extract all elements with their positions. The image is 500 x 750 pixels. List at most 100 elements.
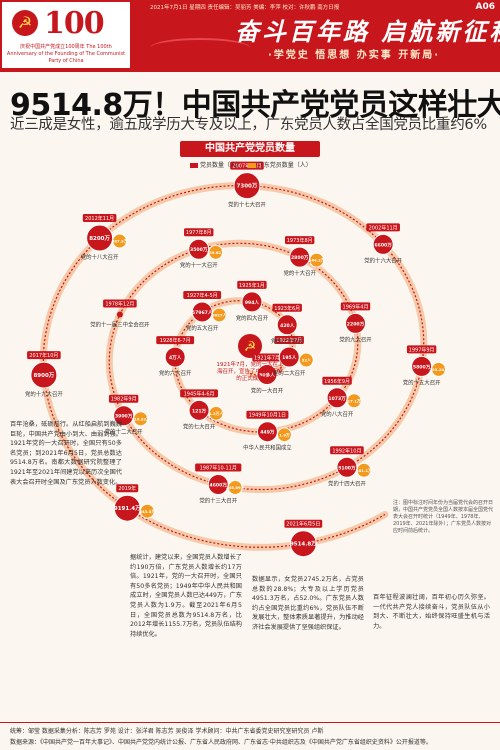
milestone-national-bubble bbox=[256, 421, 278, 443]
body-column-4: 百年征程波澜壮阔，百年初心历久弥坚。一代代共产党人接续奋斗，党员队伍从小到大、不… bbox=[373, 594, 490, 630]
decorative-wave bbox=[150, 38, 250, 58]
milestone-guangdong-bubble bbox=[346, 393, 362, 409]
milestone-national-value: 420人 bbox=[280, 322, 295, 329]
milestone-guangdong-bubble bbox=[112, 233, 128, 249]
milestone-national-bubble bbox=[113, 494, 141, 522]
milestone-event: 党的十大召开 bbox=[284, 269, 317, 277]
milestone-guangdong-bubble bbox=[356, 462, 372, 478]
milestone-guangdong-value: 487.3万 bbox=[112, 239, 128, 244]
milestone-date: 2007年10月 bbox=[232, 163, 261, 170]
milestone-national-value: 3900万 bbox=[115, 413, 133, 420]
milestone-date-tag bbox=[246, 410, 289, 419]
milestone-guangdong-value: 17.1万 bbox=[348, 398, 361, 403]
milestone-national-bubble bbox=[276, 314, 298, 336]
milestone-guangdong-value: 281.1万 bbox=[356, 468, 372, 473]
milestone-guangdong-value: 144.2万 bbox=[309, 258, 325, 263]
milestone-date-tag bbox=[284, 519, 323, 528]
milestone-national-value: 9514.8万 bbox=[290, 541, 317, 548]
milestone-national-value: 4600万 bbox=[210, 481, 228, 488]
milestone-national-bubble bbox=[336, 456, 358, 478]
milestone-date-tag bbox=[108, 394, 139, 403]
milestone-national-bubble bbox=[164, 346, 186, 368]
milestone-national-value: 195人 bbox=[282, 354, 297, 361]
chart-side-note: 注：图中标注时间年份为当届党代会的召开日期，中国共产党党员全国人数按本届全国党代… bbox=[393, 500, 494, 534]
milestone-date-tag bbox=[322, 376, 352, 385]
milestone-national-bubble bbox=[233, 172, 261, 200]
milestone-national-bubble bbox=[207, 473, 229, 495]
chart-title: 中国共产党党员数量 bbox=[180, 141, 320, 157]
milestone-guangdong-value: 32人 bbox=[302, 358, 311, 363]
milestone-date-tag bbox=[406, 345, 437, 354]
milestone-date-tag bbox=[103, 299, 137, 308]
milestone-national-value: 6600万 bbox=[374, 241, 392, 248]
milestone-date-tag bbox=[252, 353, 282, 362]
milestone-national-value: 121万 bbox=[192, 407, 207, 414]
milestone-national-value: 2200万 bbox=[347, 320, 365, 327]
legend-label-national: 党员数量（人） bbox=[200, 162, 243, 169]
milestone-national-bubble bbox=[30, 361, 58, 389]
milestone-date: 1923年6月 bbox=[274, 305, 300, 312]
page-label: A06 bbox=[475, 2, 496, 12]
masthead-tagline: ·学党史 悟思想 办实事 开新局· bbox=[268, 50, 441, 61]
milestone-guangdong-bubble bbox=[139, 503, 155, 519]
milestone-national-value: 8900万 bbox=[33, 372, 54, 379]
milestone-date: 1987年10-11月 bbox=[200, 464, 237, 471]
data-source-line: 数据来源：《中国共产党一百年大事记》、中国共产党党内统计公报、广东省人民政府网、… bbox=[10, 739, 432, 746]
milestone-event: 党的十七大召开 bbox=[228, 201, 266, 209]
milestone-date: 2017年10月 bbox=[29, 352, 58, 359]
milestone-event: 党的四大召开 bbox=[236, 314, 269, 322]
milestone-event: 党的十二大召开 bbox=[105, 428, 143, 436]
milestone-national-bubble bbox=[289, 246, 311, 268]
party-emblem-icon: ☭ bbox=[12, 10, 38, 36]
milestone-date-tag bbox=[183, 290, 222, 299]
milestone-date-tag bbox=[284, 236, 315, 245]
milestone-national-bubble bbox=[411, 355, 433, 377]
milestone-guangdong-value: 210.33万 bbox=[131, 416, 150, 421]
milestone-national-value: 8200万 bbox=[89, 235, 110, 242]
milestone-national-value: 9191.4万 bbox=[114, 505, 141, 512]
milestone-date-tag bbox=[366, 223, 400, 232]
milestone-national-value: 4万人 bbox=[169, 354, 182, 361]
milestone-national-bubble bbox=[345, 312, 367, 334]
milestone-guangdong-value: 293.24万 bbox=[429, 367, 448, 372]
emblem-number: 100 bbox=[44, 6, 105, 41]
center-party-emblem-icon bbox=[238, 334, 262, 358]
milestone-date: 1925年1月 bbox=[239, 282, 265, 289]
milestone-national-value: 5800万 bbox=[413, 363, 431, 370]
center-hammer-sickle-icon: ☭ bbox=[244, 339, 257, 355]
milestone-date: 2012年11月 bbox=[85, 215, 114, 222]
milestone-date: 1992年10月 bbox=[332, 447, 361, 454]
milestone-national-bubble bbox=[241, 291, 263, 313]
page-headline: 9514.8万！中国共产党党员这样壮大 bbox=[10, 88, 500, 123]
milestone-date-tag bbox=[195, 463, 242, 472]
milestone-date: 1997年9月 bbox=[409, 346, 435, 353]
milestone-national-bubble bbox=[289, 530, 317, 557]
milestone-guangdong-bubble bbox=[208, 244, 224, 260]
milestone-guangdong-value: 159.62万 bbox=[207, 250, 226, 255]
milestone-event: 党的十五大召开 bbox=[403, 378, 441, 386]
milestone-national-value: 2800万 bbox=[291, 254, 309, 261]
milestone-date-tag bbox=[340, 302, 371, 311]
milestone-date-tag bbox=[116, 484, 139, 493]
milestone-national-value: 3500万 bbox=[190, 246, 208, 253]
milestone-date: 1973年8月 bbox=[287, 237, 313, 244]
legend-swatch-guangdong bbox=[247, 163, 256, 168]
milestone-date-tag bbox=[27, 351, 61, 360]
milestone-event: 党的一大召开 bbox=[251, 386, 284, 394]
milestone-guangdong-bubble bbox=[211, 307, 227, 323]
milestone-guangdong-bubble bbox=[309, 252, 325, 268]
milestone-event: 党的八大召开 bbox=[321, 410, 354, 418]
masthead: ☭ 100 庆祝中国共产党成立100周年 The 100th Anniversa… bbox=[0, 0, 500, 72]
milestone-guangdong-value: 1.9万 bbox=[279, 432, 290, 437]
milestone-national-value: 50多人 bbox=[259, 371, 275, 378]
center-note: 1921年7月，党的一大在上海召开，宣告了中国共产党的正式成立 bbox=[216, 362, 284, 382]
legend-swatch-national bbox=[190, 163, 198, 168]
milestone-event: 党的十六大召开 bbox=[364, 256, 402, 264]
milestone-event: 党的七大召开 bbox=[183, 422, 216, 430]
page-subhead: 近三成是女性，逾五成学历大专及以上，广东党员人数占全国党员比重约6% bbox=[10, 117, 487, 133]
milestone-date-tag bbox=[82, 214, 117, 223]
milestone-date: 1921年7月 bbox=[254, 354, 280, 361]
milestone-date: 1977年8月 bbox=[186, 229, 212, 236]
